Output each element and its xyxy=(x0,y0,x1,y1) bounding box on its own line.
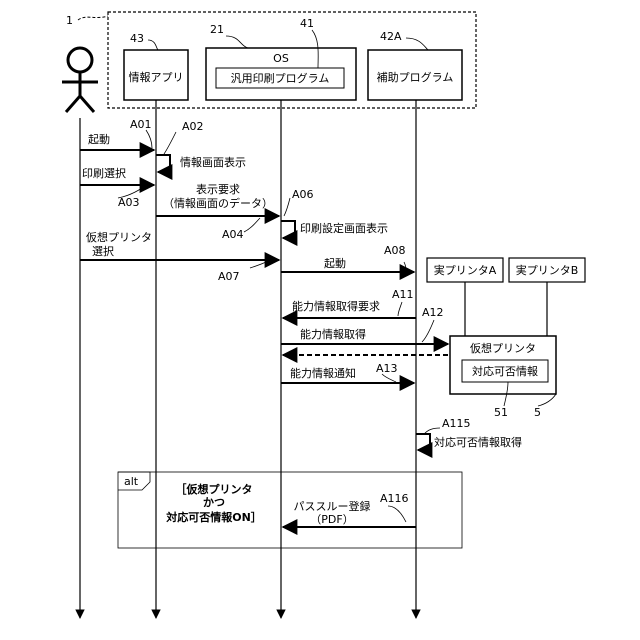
a06-ref: A06 xyxy=(292,188,314,201)
a116-label-2: （PDF） xyxy=(310,513,353,526)
a13-label: 能力情報通知 xyxy=(290,366,356,380)
a12-ref: A12 xyxy=(422,306,444,319)
generic-print-ref: 41 xyxy=(300,17,314,30)
virtual-printer-box: 仮想プリンタ 対応可否情報 51 5 xyxy=(450,336,556,419)
a03-label: 印刷選択 xyxy=(82,166,126,180)
a07-label-2: 選択 xyxy=(92,244,114,258)
alt-condition-2: かつ xyxy=(203,496,225,509)
a08-label: 起動 xyxy=(324,256,346,270)
info-app-ref: 43 xyxy=(130,32,144,45)
virtual-printer-ref: 5 xyxy=(534,406,541,419)
message-labels: A01 起動 A02 情報画面表示 印刷選択 A03 表示要求 （情報画面のデー… xyxy=(82,118,522,526)
a03-ref: A03 xyxy=(118,196,140,209)
aux-label: 補助プログラム xyxy=(377,70,454,84)
user-actor-icon xyxy=(62,48,98,112)
a11-ref: A11 xyxy=(392,288,414,301)
a01-label: 起動 xyxy=(88,132,110,146)
virtual-printer-label: 仮想プリンタ xyxy=(470,341,536,355)
a04-label-2: （情報画面のデータ） xyxy=(163,196,273,210)
a01-ref: A01 xyxy=(130,118,152,131)
aux-ref: 42A xyxy=(380,30,402,43)
a115-label: 対応可否情報取得 xyxy=(434,435,522,449)
a11-label: 能力情報取得要求 xyxy=(292,299,380,313)
alt-fragment: alt ［仮想プリンタ かつ 対応可否情報ON］ xyxy=(118,472,462,548)
a116-label-1: パススルー登録 xyxy=(294,499,371,513)
a02-label: 情報画面表示 xyxy=(180,155,246,169)
compat-info-ref: 51 xyxy=(494,406,508,419)
a115-ref: A115 xyxy=(442,417,471,430)
real-printer-b-box: 実プリンタB xyxy=(509,258,585,282)
info-app-box: 情報アプリ 43 xyxy=(124,32,188,100)
compat-info-label: 対応可否情報 xyxy=(472,364,538,378)
real-printer-b-label: 実プリンタB xyxy=(516,263,579,277)
a08-ref: A08 xyxy=(384,244,406,257)
real-printer-a-box: 実プリンタA xyxy=(427,258,503,282)
a116-ref: A116 xyxy=(380,492,409,505)
alt-condition-1: ［仮想プリンタ xyxy=(176,482,253,496)
os-ref: 21 xyxy=(210,23,224,36)
alt-tag: alt xyxy=(124,475,139,488)
info-app-label: 情報アプリ xyxy=(129,71,184,84)
a13-ref: A13 xyxy=(376,362,398,375)
a04-label-1: 表示要求 xyxy=(196,182,240,196)
aux-program-box: 補助プログラム 42A xyxy=(368,30,462,100)
a04-ref: A04 xyxy=(222,228,244,241)
generic-print-label: 汎用印刷プログラム xyxy=(231,71,330,85)
a06-label: 印刷設定画面表示 xyxy=(300,221,388,235)
a02-ref: A02 xyxy=(182,120,204,133)
a12-label: 能力情報取得 xyxy=(300,327,366,341)
ref-leaders xyxy=(118,130,440,522)
alt-condition-3: 対応可否情報ON］ xyxy=(165,510,262,524)
real-printer-a-label: 実プリンタA xyxy=(434,263,497,277)
a07-ref: A07 xyxy=(218,270,240,283)
a07-label-1: 仮想プリンタ xyxy=(86,230,152,244)
system-ref: 1 xyxy=(66,14,73,27)
os-box: OS 汎用印刷プログラム 21 41 xyxy=(206,17,356,100)
os-label: OS xyxy=(273,52,289,65)
